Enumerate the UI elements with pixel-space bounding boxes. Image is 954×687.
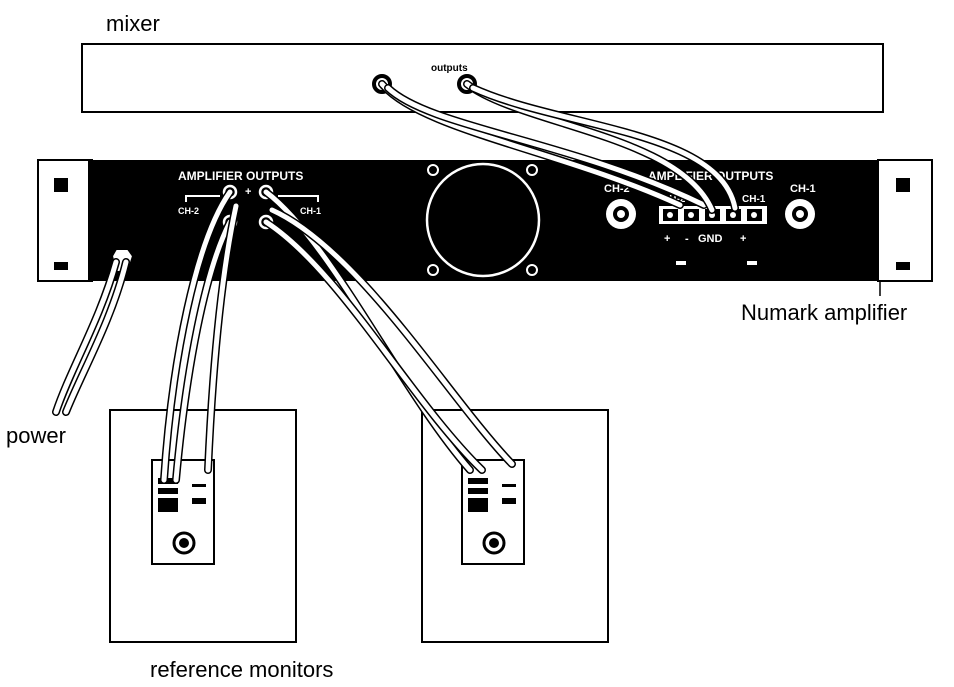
ch2-left-label: CH-2: [178, 206, 199, 216]
mixer-to-amp-cables: [378, 80, 739, 214]
ch1-right-label: CH-1: [790, 183, 816, 195]
amp-outputs-left-label: AMPLIFIER OUTPUTS: [178, 169, 303, 183]
numark-amplifier-label: Numark amplifier: [741, 300, 907, 325]
plus-right-terminal-label: +: [740, 233, 746, 245]
power-cable: [52, 258, 130, 416]
plus-terminal-label: +: [664, 233, 670, 245]
ch1-left-label: CH-1: [300, 206, 321, 216]
power-label: power: [6, 423, 66, 448]
plus-left-label: +: [245, 186, 251, 198]
mixer-label: mixer: [106, 11, 160, 36]
reference-monitor-left: [109, 409, 297, 643]
ch1-terminal-label: CH-1: [742, 194, 766, 205]
mixer-box: [81, 43, 884, 113]
amp-to-monitor-cables: [160, 188, 516, 484]
reference-monitors-label: reference monitors: [150, 657, 333, 682]
gnd-terminal-label: GND: [698, 233, 723, 245]
mixer-outputs-label: outputs: [431, 63, 468, 74]
minus-terminal-label: -: [685, 233, 689, 245]
fan-grille: [425, 162, 541, 278]
